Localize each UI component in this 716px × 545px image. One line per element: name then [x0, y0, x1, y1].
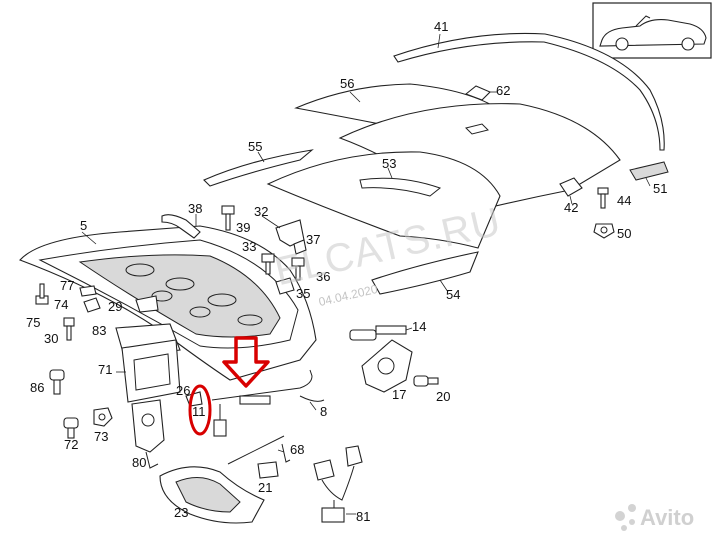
label-33: 33	[242, 239, 256, 254]
car-thumbnail	[592, 2, 712, 59]
part-17-bracket	[361, 339, 413, 393]
label-75: 75	[26, 315, 40, 330]
part-8-rod	[211, 369, 313, 401]
part-55-strip	[203, 149, 314, 187]
label-41: 41	[434, 19, 448, 34]
leader-lines	[81, 33, 651, 515]
part-80-lock	[131, 399, 165, 469]
part-44-screw	[597, 187, 609, 209]
label-29: 29	[108, 299, 122, 314]
part-37-clip	[293, 239, 307, 255]
part-strip-rod	[227, 435, 285, 465]
label-86: 86	[30, 380, 44, 395]
label-37: 37	[306, 232, 320, 247]
part-21-cap	[257, 461, 279, 479]
part-73-nut	[93, 407, 113, 427]
label-17: 17	[392, 387, 406, 402]
label-21: 21	[258, 480, 272, 495]
label-38: 38	[188, 201, 202, 216]
label-14: 14	[412, 319, 426, 334]
part-72-bolt	[63, 417, 79, 439]
label-26: 26	[176, 383, 190, 398]
part-20-bolt	[413, 375, 439, 387]
part-68-clip	[281, 443, 291, 463]
part-53-panel	[266, 151, 501, 249]
label-8: 8	[320, 404, 327, 419]
label-54: 54	[446, 287, 460, 302]
part-51-pad	[629, 161, 669, 181]
label-30: 30	[44, 331, 58, 346]
label-73: 73	[94, 429, 108, 444]
part-54-strip	[371, 251, 479, 295]
label-50: 50	[617, 226, 631, 241]
label-72: 72	[64, 437, 78, 452]
part-30-screw	[63, 317, 75, 341]
label-56: 56	[340, 76, 354, 91]
label-77: 77	[60, 278, 74, 293]
label-11: 11	[192, 404, 206, 419]
label-53: 53	[382, 156, 396, 171]
label-32: 32	[254, 204, 268, 219]
part-81-harness	[313, 445, 363, 523]
label-5: 5	[80, 218, 87, 233]
label-44: 44	[617, 193, 631, 208]
part-75-bolt	[35, 283, 49, 305]
part-86-bolt	[49, 369, 65, 395]
highlight-ellipse	[188, 384, 212, 436]
part-36-screw	[291, 257, 305, 281]
part-11-connector	[213, 404, 227, 437]
part-42-clip	[559, 177, 583, 197]
part-29-clip	[135, 295, 159, 313]
label-35: 35	[296, 286, 310, 301]
label-74: 74	[54, 297, 68, 312]
part-39-bolt	[221, 205, 235, 231]
label-51: 51	[653, 181, 667, 196]
callout-labels: 41 62 56 55 53 51 42 44 50 5 38 32 39 33…	[26, 19, 667, 524]
part-23-cover	[159, 466, 265, 524]
part-71-plate	[121, 339, 181, 403]
label-81: 81	[356, 509, 370, 524]
part-50-nut	[593, 223, 615, 239]
label-83: 83	[92, 323, 106, 338]
label-80: 80	[132, 455, 146, 470]
label-71: 71	[98, 362, 112, 377]
label-39: 39	[236, 220, 250, 235]
part-14-strut	[349, 325, 407, 341]
part-41-trim-strip	[393, 32, 665, 151]
label-23: 23	[174, 505, 188, 520]
label-42: 42	[564, 200, 578, 215]
date-stamp: 04.04.2020	[317, 282, 379, 309]
label-20: 20	[436, 389, 450, 404]
label-62: 62	[496, 83, 510, 98]
part-74-clip	[83, 297, 101, 313]
part-33-bolt	[261, 253, 275, 275]
label-36: 36	[316, 269, 330, 284]
highlight-arrow	[222, 336, 270, 388]
part-38-link	[161, 214, 201, 239]
avito-logo: Avito	[615, 504, 694, 531]
avito-text: Avito	[640, 505, 694, 530]
label-55: 55	[248, 139, 262, 154]
label-68: 68	[290, 442, 304, 457]
part-35-clip	[275, 277, 295, 295]
part-77-clip	[79, 285, 97, 297]
